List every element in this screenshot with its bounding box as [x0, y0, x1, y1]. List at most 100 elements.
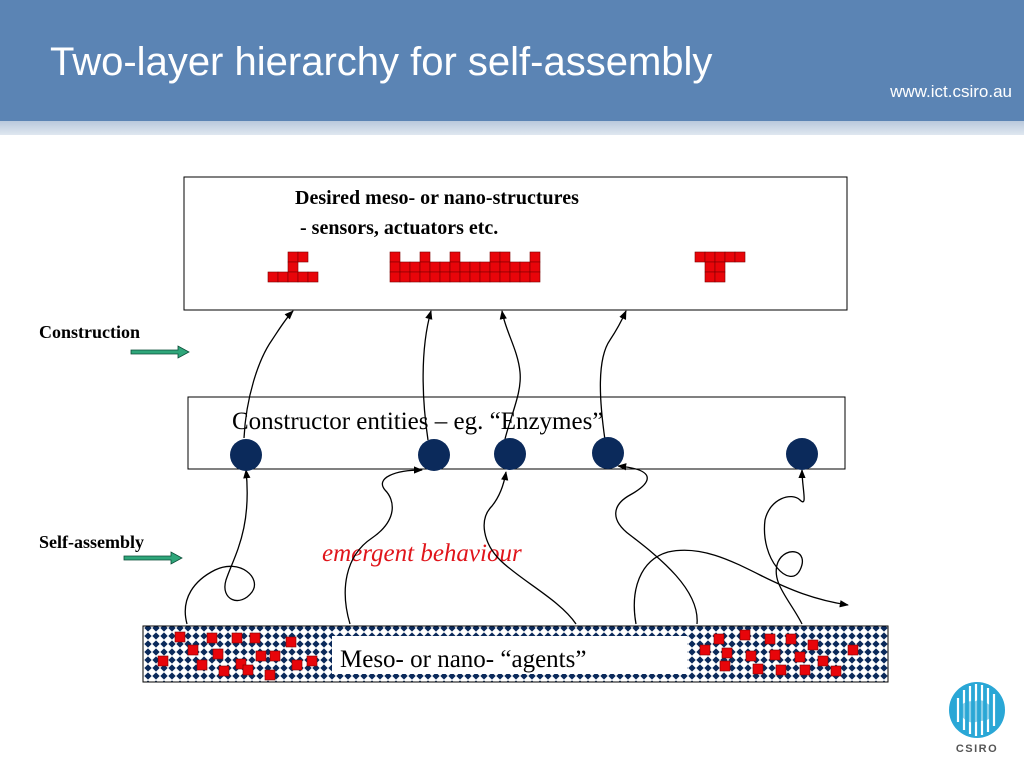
assembly-flow-1 [184, 469, 255, 625]
constructor-node [418, 439, 450, 471]
structure-unit-square [297, 251, 309, 263]
structure-unit-square [297, 271, 309, 283]
header-bar [0, 0, 1024, 121]
structure-unit-square [499, 271, 511, 283]
structure-unit-square [409, 271, 421, 283]
agent-square [764, 633, 776, 645]
agent-square [291, 659, 303, 671]
structure-unit-square [439, 261, 451, 273]
structures-box [183, 176, 848, 311]
agent-square [264, 669, 276, 681]
structure-unit-square [419, 261, 431, 273]
structure-unit-square [694, 251, 706, 263]
slide-title: Two-layer hierarchy for self-assembly [50, 40, 713, 84]
agent-square [817, 655, 829, 667]
agent-square [206, 632, 218, 644]
construction-arrow-icon [130, 345, 190, 359]
agent-square [713, 633, 725, 645]
structure-unit-square [499, 251, 511, 263]
agent-square [231, 632, 243, 644]
emergent-behaviour-label: emergent behaviour [322, 540, 522, 567]
construction-flow-3 [499, 310, 521, 440]
structure-unit-square [509, 261, 521, 273]
constructor-node [592, 437, 624, 469]
structure-unit-square [287, 251, 299, 263]
structure-unit-square [704, 251, 716, 263]
structure-unit-square [714, 251, 726, 263]
structure-unit-square [704, 261, 716, 273]
agent-square [187, 644, 199, 656]
structure-unit-square [479, 271, 491, 283]
structure-unit-square [399, 261, 411, 273]
self-assembly-label: Self-assembly [39, 532, 144, 552]
structure-unit-square [714, 261, 726, 273]
structure-unit-square [439, 271, 451, 283]
agent-square [306, 655, 318, 667]
structure-unit-square [277, 271, 289, 283]
structure-unit-square [287, 261, 299, 273]
agent-square [196, 659, 208, 671]
structure-unit-square [267, 271, 279, 283]
construction-label: Construction [39, 322, 140, 342]
structure-unit-square [489, 251, 501, 263]
assembly-flow-2 [344, 466, 423, 625]
assembly-flow-4 [633, 549, 849, 625]
structure-unit-square [419, 271, 431, 283]
agent-square [794, 651, 806, 663]
structure-unit-square [307, 271, 319, 283]
structure-unit-square [734, 251, 746, 263]
agent-square [745, 650, 757, 662]
agent-squares [157, 629, 859, 681]
agent-square [255, 650, 267, 662]
structure-unit-square [459, 261, 471, 273]
structure-unit-square [399, 271, 411, 283]
agent-square [157, 655, 169, 667]
structure-unit-square [389, 251, 401, 263]
agent-square [699, 644, 711, 656]
construction-flow-4 [599, 310, 627, 441]
agent-square [269, 650, 281, 662]
structures-title: Desired meso- or nano-structures [295, 187, 579, 209]
agent-square [242, 664, 254, 676]
assembly-flow-6 [763, 469, 806, 625]
structure-unit-square [509, 271, 521, 283]
constructor-node [230, 439, 262, 471]
agent-square [785, 633, 797, 645]
structure-unit-square [389, 271, 401, 283]
structure-unit-square [389, 261, 401, 273]
construction-flow-1 [243, 310, 294, 439]
constructor-label: Constructor entities – eg. “Enzymes” [232, 408, 603, 435]
assembly-flow-5 [615, 463, 698, 625]
structure-unit-square [429, 271, 441, 283]
agents-label-backdrop [332, 636, 687, 674]
agent-square [775, 664, 787, 676]
agent-square [847, 644, 859, 656]
structure-unit-square [489, 261, 501, 273]
header-stripe [0, 121, 1024, 135]
agent-square [739, 629, 751, 641]
structure-unit-square [529, 271, 541, 283]
structure-unit-square [409, 261, 421, 273]
structure-unit-square [529, 261, 541, 273]
structure-unit-square [419, 251, 431, 263]
structure-unit-square [469, 261, 481, 273]
agent-square [799, 664, 811, 676]
agent-square [218, 665, 230, 677]
structure-unit-square [449, 261, 461, 273]
self-assembly-arrow-icon [123, 551, 183, 565]
agent-square [235, 658, 247, 670]
structure-unit-square [499, 261, 511, 273]
structure-unit-square [479, 261, 491, 273]
structure-unit-square [704, 271, 716, 283]
assembly-flow-3 [483, 471, 577, 625]
constructor-node [494, 438, 526, 470]
structures-subtitle: - sensors, actuators etc. [300, 217, 498, 239]
csiro-logo: CSIRO [949, 682, 1005, 755]
agent-square [174, 631, 186, 643]
target-structure-shapes [267, 251, 746, 283]
structure-unit-square [459, 271, 471, 283]
agent-square [212, 648, 224, 660]
agent-square [807, 639, 819, 651]
structure-unit-square [449, 251, 461, 263]
